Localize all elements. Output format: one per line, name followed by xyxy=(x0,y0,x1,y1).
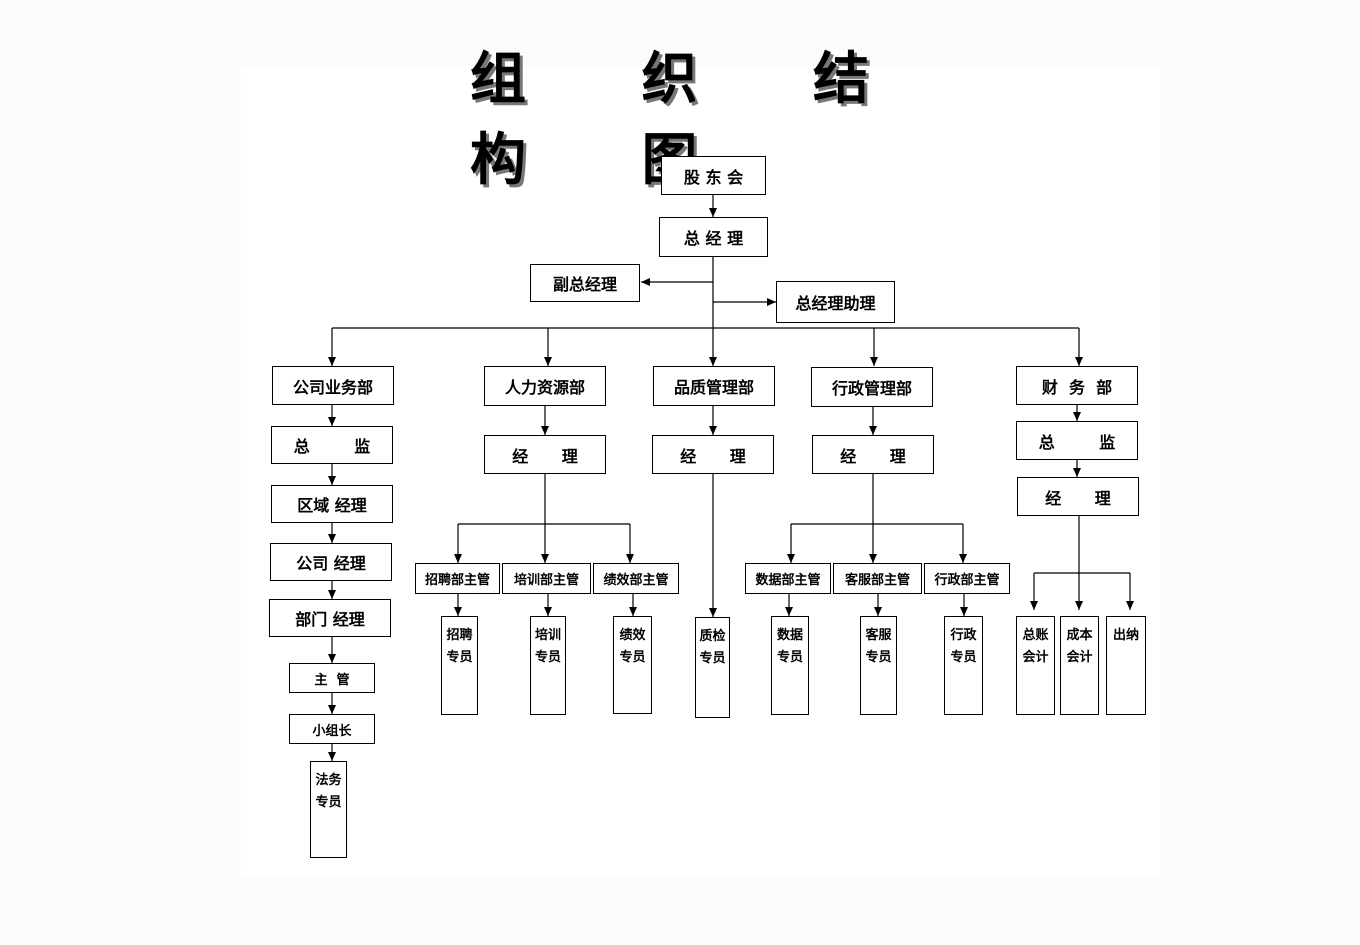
node-recruitment-specialist: 招聘专员 xyxy=(441,616,478,715)
node-business-director: 总 监 xyxy=(271,426,393,464)
node-business-dept: 公司业务部 xyxy=(272,366,394,405)
node-customer-service-specialist: 客服专员 xyxy=(860,616,897,715)
chart-title: 组 织 结 构 图 xyxy=(470,47,917,193)
node-quality-manager: 经 理 xyxy=(652,435,774,474)
node-department-manager: 部门 经理 xyxy=(269,599,391,637)
node-general-manager: 总 经 理 xyxy=(659,217,768,257)
node-hr-manager: 经 理 xyxy=(484,435,606,474)
node-finance-dept: 财 务 部 xyxy=(1016,366,1138,405)
node-hr-dept: 人力资源部 xyxy=(484,366,606,406)
node-data-specialist: 数据专员 xyxy=(771,616,809,715)
node-general-ledger-accountant: 总账会计 xyxy=(1016,616,1055,715)
node-training-specialist: 培训专员 xyxy=(530,616,566,715)
node-cashier: 出纳 xyxy=(1106,616,1146,715)
node-gm-assistant: 总经理助理 xyxy=(776,281,895,323)
node-cost-accountant: 成本会计 xyxy=(1060,616,1099,715)
node-performance-supervisor: 绩效部主管 xyxy=(593,563,679,594)
node-admin-supervisor: 行政部主管 xyxy=(924,563,1010,594)
node-legal-specialist: 法务专员 xyxy=(310,761,347,858)
node-team-leader: 小组长 xyxy=(289,714,375,744)
node-supervisor: 主 管 xyxy=(289,663,375,693)
node-company-manager: 公司 经理 xyxy=(270,543,392,581)
node-admin-specialist: 行政专员 xyxy=(944,616,983,715)
node-finance-manager: 经 理 xyxy=(1017,477,1139,516)
node-performance-specialist: 绩效专员 xyxy=(613,616,652,714)
node-recruitment-supervisor: 招聘部主管 xyxy=(415,563,500,594)
node-customer-service-supervisor: 客服部主管 xyxy=(833,563,922,594)
node-admin-dept: 行政管理部 xyxy=(811,367,933,407)
node-quality-inspector: 质检专员 xyxy=(695,617,730,718)
node-regional-manager: 区域 经理 xyxy=(271,485,393,523)
node-deputy-general-manager: 副总经理 xyxy=(530,264,640,302)
node-finance-director: 总 监 xyxy=(1016,421,1138,460)
node-shareholders: 股 东 会 xyxy=(661,156,766,195)
node-training-supervisor: 培训部主管 xyxy=(502,563,591,594)
node-admin-manager: 经 理 xyxy=(812,435,934,474)
node-quality-dept: 品质管理部 xyxy=(653,366,775,406)
node-data-supervisor: 数据部主管 xyxy=(745,563,831,594)
